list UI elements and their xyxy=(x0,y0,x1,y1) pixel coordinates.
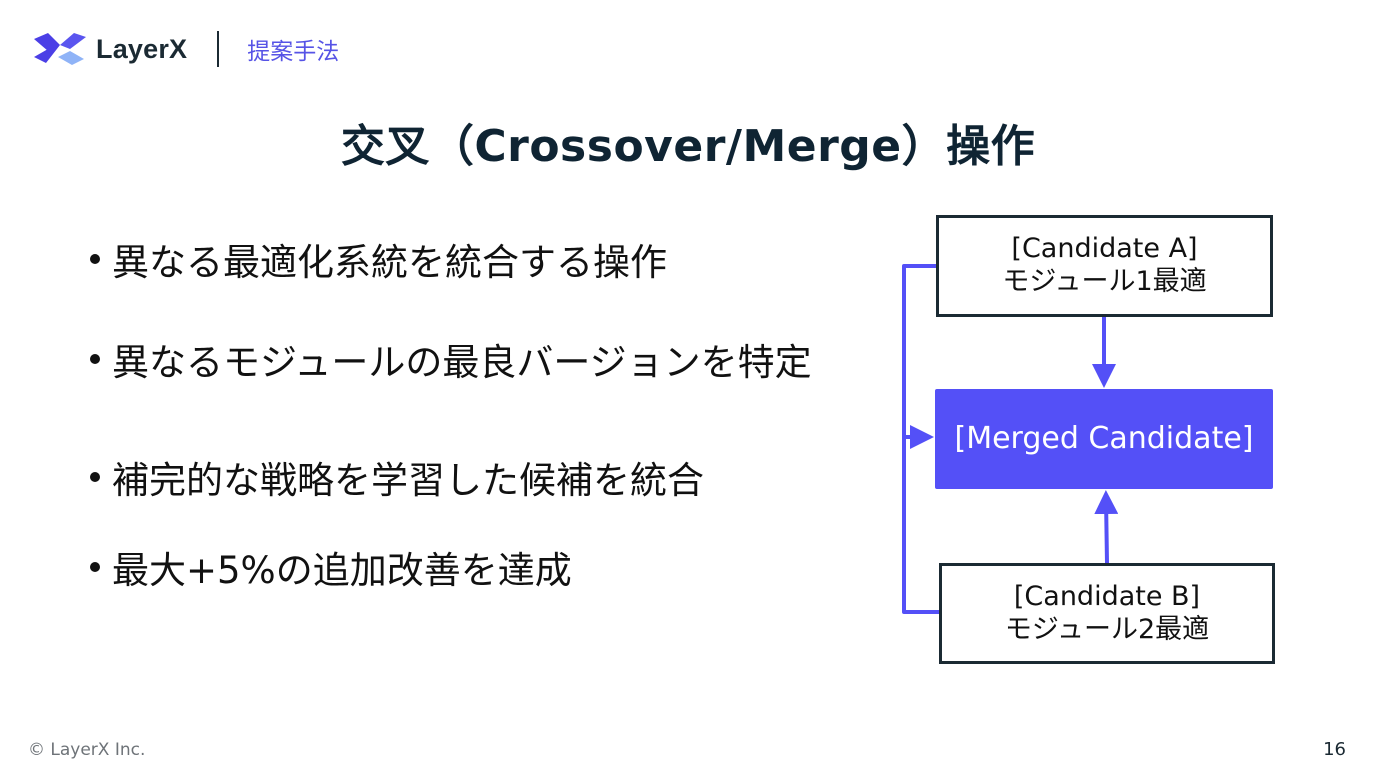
merged-candidate-box: [Merged Candidate] xyxy=(935,389,1273,489)
bullet-item: 異なる最適化系統を統合する操作 xyxy=(86,232,667,286)
page-number: 16 xyxy=(1323,739,1346,760)
candidate-b-title: [Candidate B] xyxy=(1013,580,1201,612)
brand-name: LayerX xyxy=(96,33,188,64)
candidate-b-box: [Candidate B] モジュール2最適 xyxy=(939,563,1275,664)
bracket-connector xyxy=(902,264,939,614)
arrow-b-to-merged xyxy=(1094,490,1119,564)
slide-header: LayerX 提案手法 xyxy=(34,30,339,68)
merged-candidate-label: [Merged Candidate] xyxy=(954,420,1254,456)
candidate-a-title: [Candidate A] xyxy=(1011,233,1198,265)
bullet-dot-icon xyxy=(90,354,100,364)
bullet-item: 最大+5%の追加改善を達成 xyxy=(86,540,572,594)
bullet-text: 異なる最適化系統を統合する操作 xyxy=(112,241,667,284)
bullet-dot-icon xyxy=(90,472,100,482)
bullet-dot-icon xyxy=(90,254,100,264)
bullet-item: 異なるモジュールの最良バージョンを特定 xyxy=(86,332,812,386)
layerx-logo-icon xyxy=(34,33,86,65)
copyright: © LayerX Inc. xyxy=(28,740,146,760)
bullet-text: 補完的な戦略を学習した候補を統合 xyxy=(112,459,704,502)
bullet-item: 補完的な戦略を学習した候補を統合 xyxy=(86,450,704,504)
bullet-text: 異なるモジュールの最良バージョンを特定 xyxy=(112,341,812,384)
header-divider xyxy=(217,31,220,67)
bullet-text: 最大+5%の追加改善を達成 xyxy=(112,549,572,592)
candidate-b-subtitle: モジュール2最適 xyxy=(1004,613,1210,645)
slide-title: 交叉（Crossover/Merge）操作 xyxy=(340,121,1036,172)
bullet-dot-icon xyxy=(90,562,100,572)
candidate-a-subtitle: モジュール1最適 xyxy=(1002,266,1207,297)
section-label: 提案手法 xyxy=(247,39,340,65)
candidate-a-box: [Candidate A] モジュール1最適 xyxy=(936,215,1273,317)
